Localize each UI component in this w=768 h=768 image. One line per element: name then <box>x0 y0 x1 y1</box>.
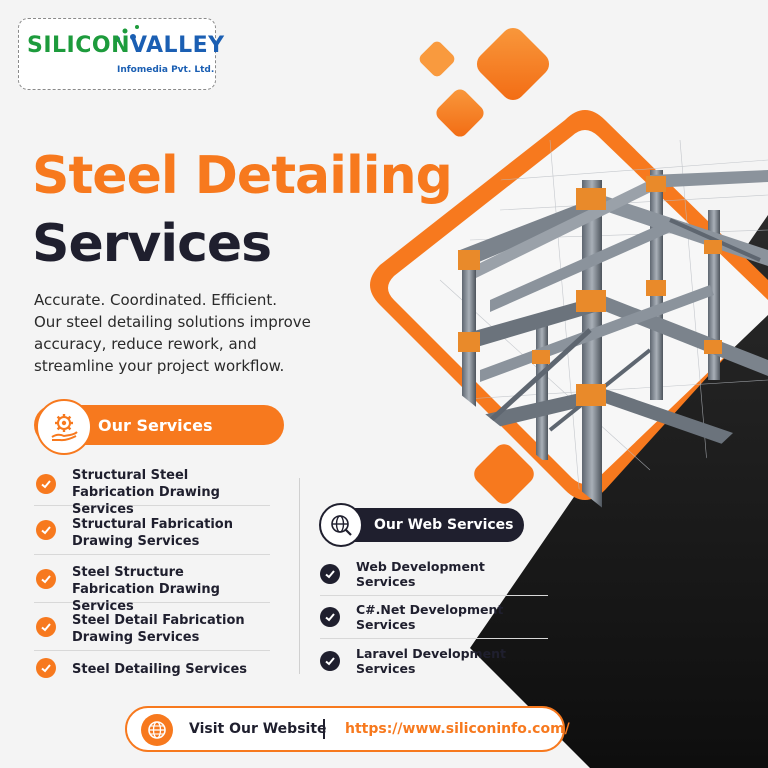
logo-word-silicon: SILICON <box>27 33 130 58</box>
description-body: Our steel detailing solutions improve ac… <box>34 313 311 375</box>
logo-word-valley: VALLEY <box>130 33 225 58</box>
list-item: Steel Structure Fabrication Drawing Serv… <box>34 555 270 614</box>
service-item-label: Structural Fabrication Drawing Services <box>72 517 233 549</box>
company-logo: SILICON VALLEY Infomedia Pvt. Ltd. <box>18 18 224 90</box>
steel-frame-structure-image <box>370 110 768 525</box>
list-item: C#.Net Development Services <box>320 596 548 639</box>
check-icon <box>36 658 56 678</box>
check-icon <box>36 616 56 637</box>
check-icon <box>36 520 56 540</box>
web-services-list: Web Development Services C#.Net Developm… <box>320 553 548 682</box>
web-service-item-label: Web Development Services <box>356 559 485 589</box>
list-item: Web Development Services <box>320 553 548 596</box>
check-icon <box>36 568 56 589</box>
service-item-label: Steel Detail Fabrication Drawing Service… <box>72 613 245 645</box>
list-item: Structural Fabrication Drawing Services <box>34 506 270 555</box>
headline-line-1: Steel Detailing <box>32 146 453 206</box>
gear-hand-icon <box>36 399 92 455</box>
headline-line-2: Services <box>32 214 272 274</box>
description-tagline: Accurate. Coordinated. Efficient. <box>34 291 278 309</box>
column-divider <box>299 478 300 674</box>
web-service-item-label: Laravel Development Services <box>356 645 506 676</box>
logo-subtitle: Infomedia Pvt. Ltd. <box>117 65 215 75</box>
globe-icon <box>141 714 173 746</box>
list-item: Steel Detail Fabrication Drawing Service… <box>34 603 270 651</box>
web-services-label: Our Web Services <box>374 517 514 533</box>
check-icon <box>320 607 340 627</box>
our-services-label: Our Services <box>98 416 213 435</box>
web-services-header: Our Web Services <box>319 503 524 547</box>
service-item-label: Structural Steel Fabrication Drawing Ser… <box>72 468 220 517</box>
list-item: Laravel Development Services <box>320 639 548 682</box>
service-item-label: Steel Structure Fabrication Drawing Serv… <box>72 565 220 614</box>
visit-website-label: Visit Our Website <box>189 721 327 737</box>
website-url-link[interactable]: https://www.siliconinfo.com/ <box>345 721 570 737</box>
visit-website-banner[interactable]: Visit Our Website https://www.siliconinf… <box>125 706 570 752</box>
our-services-list: Structural Steel Fabrication Drawing Ser… <box>34 462 270 685</box>
check-icon <box>320 650 340 671</box>
globe-search-icon <box>319 503 363 547</box>
list-item: Structural Steel Fabrication Drawing Ser… <box>34 462 270 517</box>
separator <box>323 719 325 739</box>
web-service-item-label: C#.Net Development Services <box>356 602 504 632</box>
description: Accurate. Coordinated. Efficient. Our st… <box>34 289 334 377</box>
service-item-label: Steel Detailing Services <box>72 662 248 677</box>
logo-dots-icon <box>114 25 139 42</box>
list-item: Steel Detailing Services <box>34 651 270 685</box>
check-icon <box>36 473 56 494</box>
check-icon <box>320 564 340 584</box>
our-services-header: Our Services <box>34 399 284 455</box>
